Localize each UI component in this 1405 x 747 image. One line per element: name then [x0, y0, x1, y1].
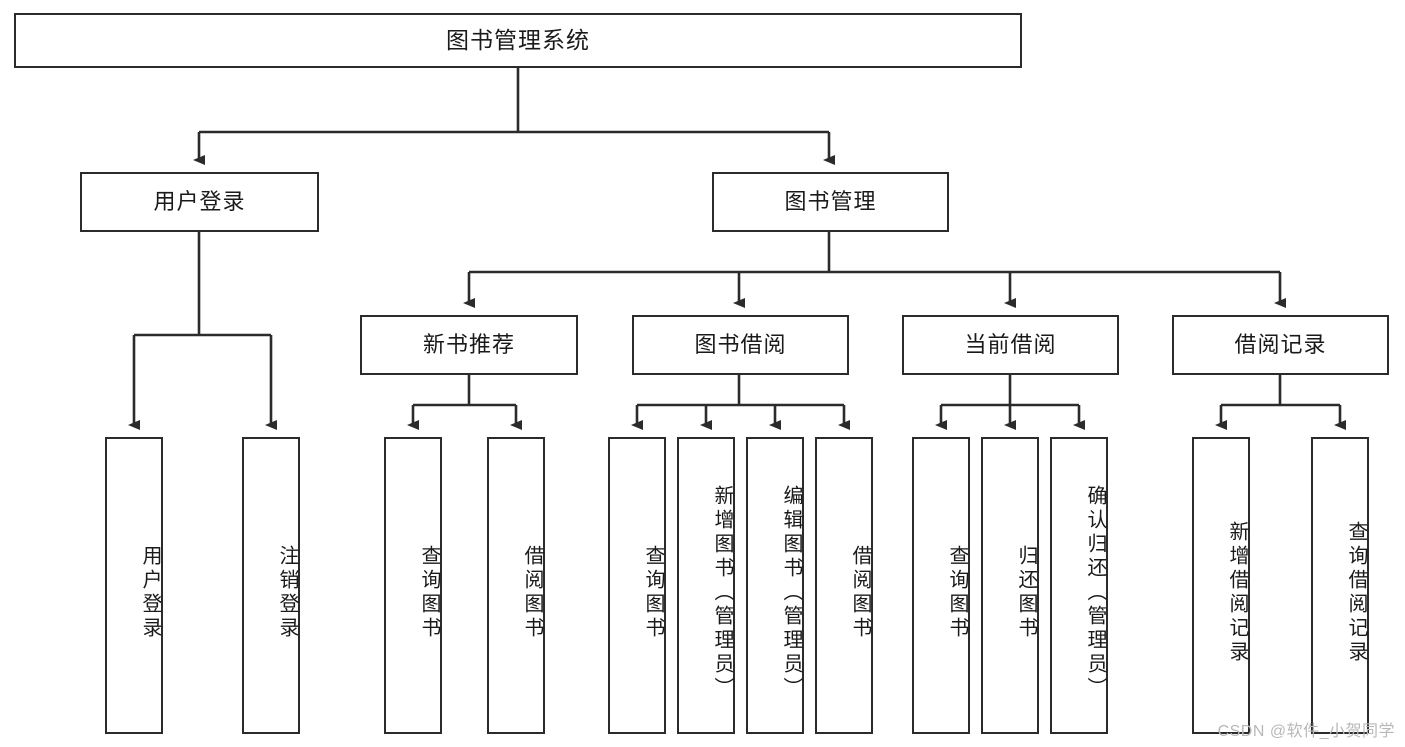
node-label: 图书管理 — [784, 188, 877, 214]
node-label: 确认归还（管理员） — [1084, 484, 1106, 701]
node-user-login[interactable]: 用户登录 — [80, 172, 319, 232]
node-label: 归还图书 — [1015, 544, 1037, 641]
node-label: 查询借阅记录 — [1345, 520, 1367, 665]
node-label: 借阅图书 — [521, 544, 543, 641]
node-label: 新增借阅记录 — [1226, 520, 1248, 665]
node-label: 借阅记录 — [1234, 331, 1327, 357]
node-label: 编辑图书（管理员） — [780, 484, 802, 701]
node-label: 图书管理系统 — [446, 26, 590, 53]
node-label: 查询图书 — [946, 544, 968, 641]
node-label: 查询图书 — [418, 544, 440, 641]
node-current-borrow[interactable]: 当前借阅 — [902, 315, 1119, 375]
node-label: 借阅图书 — [849, 544, 871, 641]
node-label: 查询图书 — [642, 544, 664, 641]
node-book-management[interactable]: 图书管理 — [712, 172, 949, 232]
leaf-current-borrow-query[interactable]: 查询图书 — [912, 437, 970, 734]
node-label: 当前借阅 — [964, 331, 1057, 357]
node-label: 用户登录 — [139, 544, 161, 641]
node-root-system[interactable]: 图书管理系统 — [14, 13, 1022, 68]
leaf-borrow-record-add[interactable]: 新增借阅记录 — [1192, 437, 1250, 734]
leaf-new-book-query[interactable]: 查询图书 — [384, 437, 442, 734]
leaf-borrow-record-query[interactable]: 查询借阅记录 — [1311, 437, 1369, 734]
node-label: 用户登录 — [153, 188, 246, 214]
node-label: 图书借阅 — [694, 331, 787, 357]
leaf-new-book-borrow[interactable]: 借阅图书 — [487, 437, 545, 734]
watermark-text: CSDN @软件_小贺同学 — [1217, 723, 1395, 740]
leaf-book-borrow-borrow[interactable]: 借阅图书 — [815, 437, 873, 734]
leaf-user-login-logout[interactable]: 注销登录 — [242, 437, 300, 734]
leaf-book-borrow-add[interactable]: 新增图书（管理员） — [677, 437, 735, 734]
node-book-borrow[interactable]: 图书借阅 — [632, 315, 849, 375]
node-borrow-record[interactable]: 借阅记录 — [1172, 315, 1389, 375]
leaf-current-borrow-return[interactable]: 归还图书 — [981, 437, 1039, 734]
node-new-book-recommend[interactable]: 新书推荐 — [360, 315, 578, 375]
node-label: 新增图书（管理员） — [711, 484, 733, 701]
leaf-book-borrow-query[interactable]: 查询图书 — [608, 437, 666, 734]
node-label: 新书推荐 — [422, 331, 515, 357]
leaf-book-borrow-edit[interactable]: 编辑图书（管理员） — [746, 437, 804, 734]
node-label: 注销登录 — [276, 544, 298, 641]
leaf-current-borrow-confirm-return[interactable]: 确认归还（管理员） — [1050, 437, 1108, 734]
leaf-user-login-login[interactable]: 用户登录 — [105, 437, 163, 734]
